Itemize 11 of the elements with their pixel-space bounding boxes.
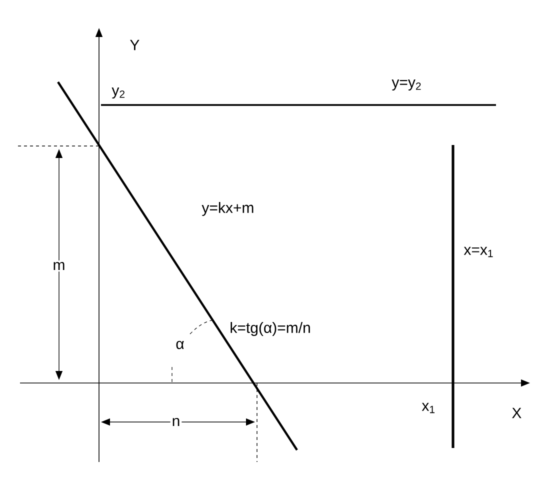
line-label: x=x$_{1}$ <box>464 246 493 258</box>
dimension-label: n <box>170 416 182 428</box>
axis-label: X <box>512 408 522 418</box>
dimension-label: m <box>51 260 67 272</box>
tick-label: y$_{2}$ <box>112 87 124 98</box>
line-label: k=tg(α)=m/n <box>230 322 310 336</box>
angle-label: α <box>176 340 184 350</box>
tick-label: x$_{1}$ <box>422 402 435 414</box>
axis-label: Y <box>130 40 140 50</box>
line-label: y=kx+m <box>202 202 254 216</box>
line-label: y=y$_{2}$ <box>392 79 421 90</box>
